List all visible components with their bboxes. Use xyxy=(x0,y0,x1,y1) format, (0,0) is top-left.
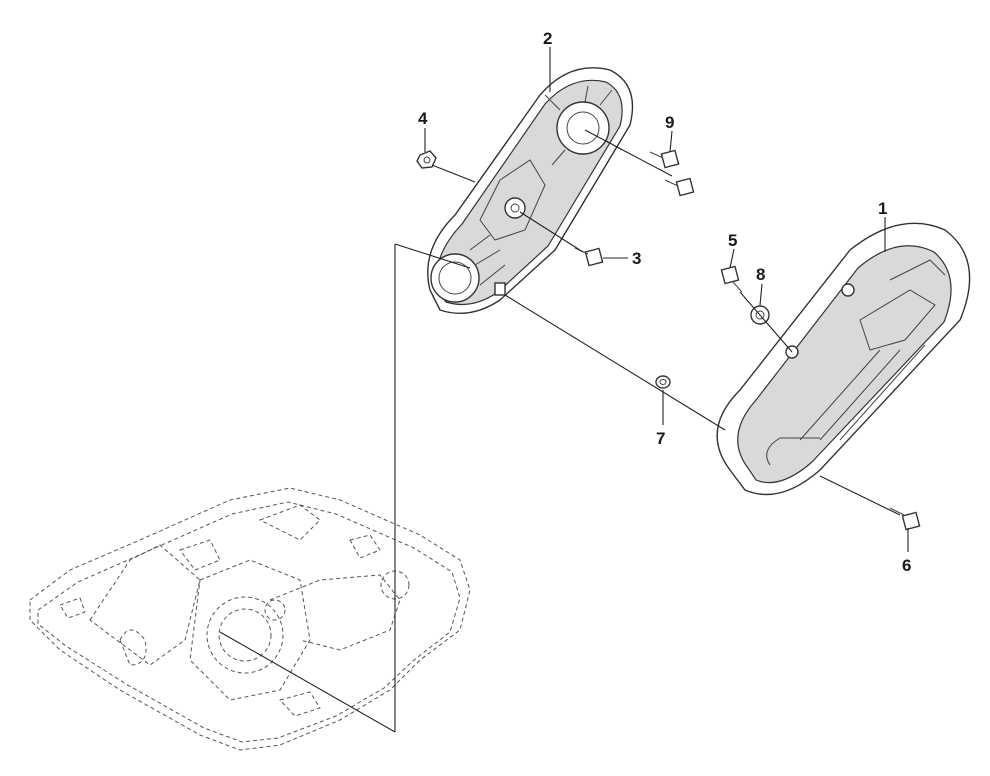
part-2-inner-housing xyxy=(427,67,634,315)
assembly-lines xyxy=(219,129,901,733)
callout-leaders xyxy=(424,47,909,552)
part-5-bolt xyxy=(720,265,743,293)
part-4-nut xyxy=(416,150,437,169)
callout-8: 8 xyxy=(756,265,765,284)
part-3-bolt xyxy=(574,247,604,267)
part-6-bolt xyxy=(889,507,921,531)
callout-3: 3 xyxy=(632,249,641,268)
part-9-bolts xyxy=(649,149,695,197)
callout-4: 4 xyxy=(418,109,428,128)
callout-7: 7 xyxy=(656,429,665,448)
part-1-outer-cover xyxy=(716,222,971,496)
callout-9: 9 xyxy=(665,113,674,132)
callout-5: 5 xyxy=(728,231,737,250)
ghost-housing xyxy=(29,487,471,751)
callout-6: 6 xyxy=(902,556,911,575)
part-7-washer xyxy=(655,375,671,389)
callout-1: 1 xyxy=(878,199,887,218)
callout-labels: 1 2 3 4 5 6 7 8 9 xyxy=(418,29,911,575)
callout-2: 2 xyxy=(543,29,552,48)
